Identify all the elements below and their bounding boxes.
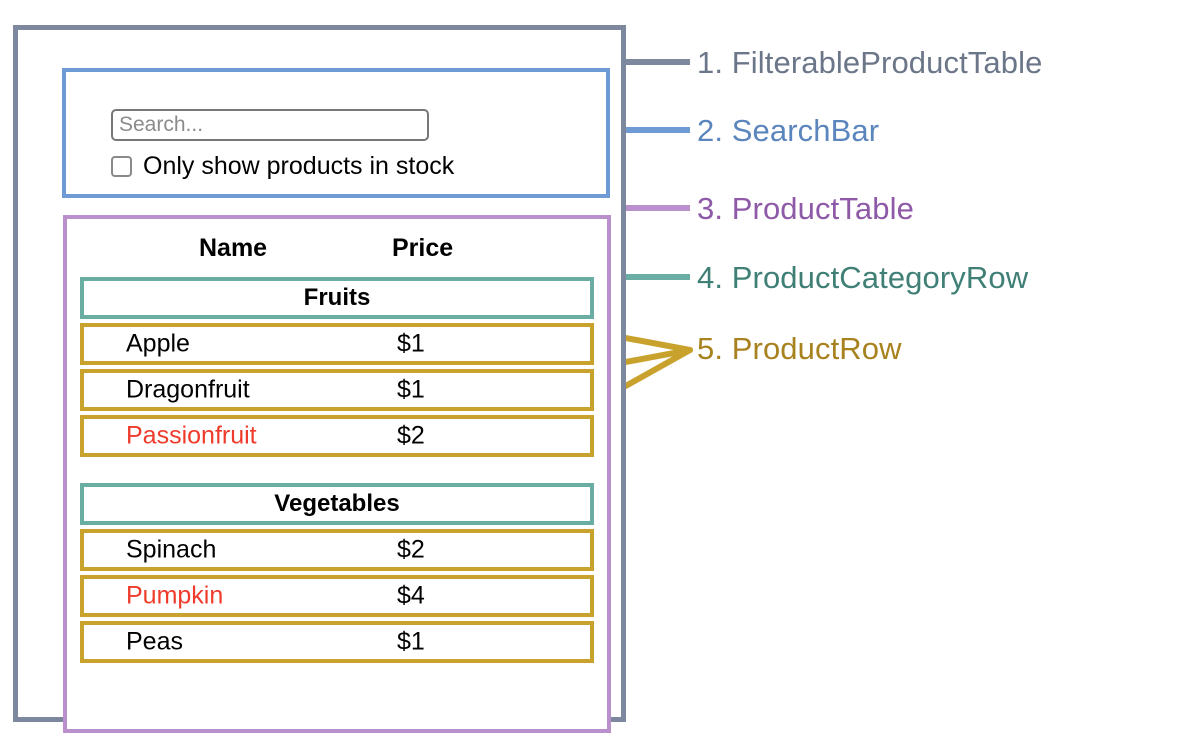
- in-stock-filter[interactable]: Only show products in stock: [111, 154, 454, 179]
- product-row: Passionfruit $2: [80, 415, 594, 457]
- product-row: Peas $1: [80, 621, 594, 663]
- product-price: $1: [397, 375, 425, 404]
- column-header-name: Name: [199, 234, 268, 262]
- column-header-price: Price: [392, 234, 454, 262]
- callout-label-product-row: 5. ProductRow: [697, 331, 902, 366]
- product-row: Pumpkin $4: [80, 575, 594, 617]
- callout-label-search-bar: 2. SearchBar: [697, 113, 880, 148]
- product-name: Pumpkin: [126, 581, 224, 610]
- product-name: Passionfruit: [126, 421, 257, 450]
- product-price: $4: [397, 581, 425, 610]
- product-name: Spinach: [126, 535, 217, 564]
- product-category-label: Vegetables: [274, 490, 400, 517]
- filterable-product-table: Only show products in stock Name Price F…: [13, 25, 626, 733]
- product-price: $2: [397, 421, 425, 450]
- product-name: Peas: [126, 627, 183, 656]
- product-price: $1: [397, 329, 425, 358]
- product-table-header: Name Price: [67, 229, 607, 271]
- search-input[interactable]: [111, 109, 429, 141]
- product-row: Apple $1: [80, 323, 594, 365]
- product-price: $2: [397, 535, 425, 564]
- product-name: Apple: [126, 329, 190, 358]
- search-bar: Only show products in stock: [62, 68, 610, 198]
- section-spacer: [80, 461, 594, 483]
- product-name: Dragonfruit: [126, 375, 250, 404]
- product-category-row: Vegetables: [80, 483, 594, 525]
- in-stock-filter-label: Only show products in stock: [143, 152, 455, 180]
- product-category-row: Fruits: [80, 277, 594, 319]
- product-table: Name Price Fruits Apple $1 Dragonfruit $…: [63, 215, 611, 733]
- callout-label-product-table: 3. ProductTable: [697, 191, 914, 226]
- callout-label-product-category-row: 4. ProductCategoryRow: [697, 260, 1029, 295]
- product-table-body: Fruits Apple $1 Dragonfruit $1 Passionfr…: [80, 277, 594, 667]
- product-category-label: Fruits: [303, 284, 371, 311]
- checkbox-icon[interactable]: [111, 156, 132, 177]
- product-row: Spinach $2: [80, 529, 594, 571]
- product-price: $1: [397, 627, 425, 656]
- product-row: Dragonfruit $1: [80, 369, 594, 411]
- callout-label-filterable-product-table: 1. FilterableProductTable: [697, 45, 1043, 80]
